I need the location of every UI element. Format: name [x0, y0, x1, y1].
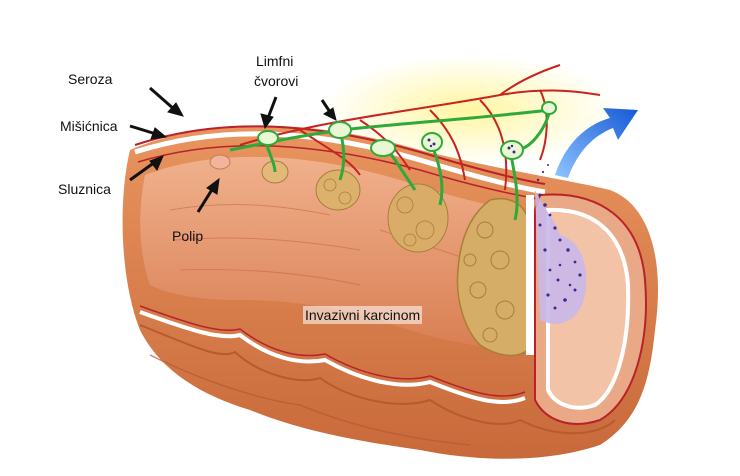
submucosa-line: [137, 144, 546, 201]
cut-edge-strip: [526, 195, 534, 355]
label-arrows: [129, 86, 337, 213]
label-invazivni-karcinom: Invazivni karcinom: [303, 306, 423, 324]
tumor-stages: [209, 154, 449, 253]
label-polip: Polip: [172, 228, 204, 244]
tumor-texture: [463, 221, 515, 343]
label-cvorovi: čvorovi: [254, 73, 299, 89]
label-limfni: Limfni: [256, 53, 294, 69]
polyp-small: [209, 154, 231, 170]
invasion-region: [535, 190, 587, 324]
colon-haustra: [139, 324, 616, 435]
invasive-tumor: [456, 198, 529, 357]
polyp-stage-3: [315, 169, 361, 211]
bottom-rim-red: [139, 305, 526, 397]
lymph-nodes: [257, 101, 557, 160]
lymph-node-cells: [427, 138, 516, 154]
metastasis-arrow: [555, 108, 638, 178]
label-misicnica: Mišićnica: [60, 118, 118, 134]
label-seroza: Seroza: [68, 71, 113, 87]
label-sluznica: Sluznica: [58, 181, 111, 197]
invasion-dots: [536, 164, 582, 310]
colon-fold-bottom: [149, 354, 471, 446]
polyp-stage-4: [387, 183, 449, 253]
bottom-rim-white: [139, 310, 526, 405]
